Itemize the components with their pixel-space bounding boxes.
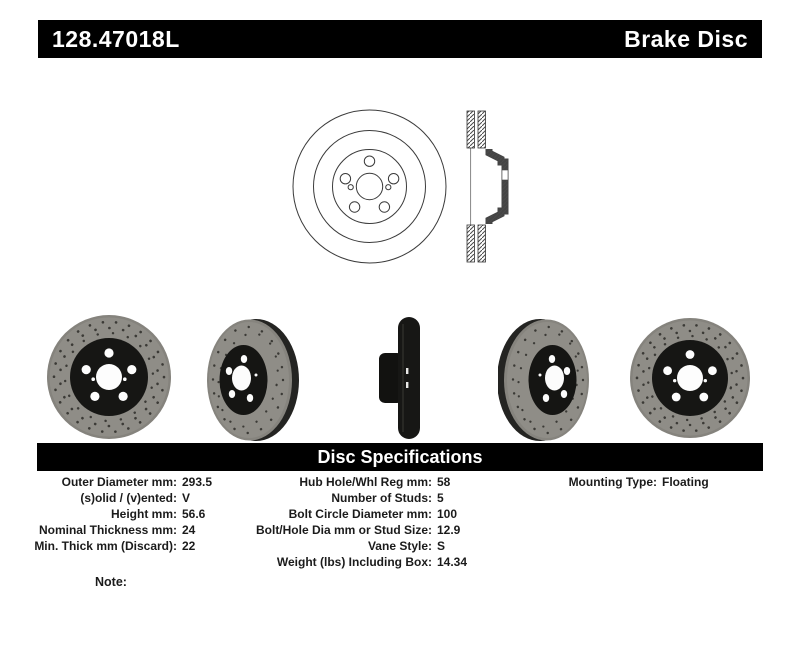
spec-section-title: Disc Specifications [317,446,483,467]
product-photo-front-right [630,318,750,438]
spec-label: Weight (lbs) Including Box: [276,555,432,569]
spec-section-header-bar: Disc Specifications [37,443,763,471]
spec-row: Number of Studs: 5 [255,490,467,506]
header-bar: 128.47018L Brake Disc [38,20,762,58]
spec-row: Min. Thick mm (Discard): 22 [20,538,212,554]
spec-row: (s)olid / (v)ented: V [20,490,212,506]
spec-column-fitment: Hub Hole/Whl Reg mm: 58 Number of Studs:… [255,474,467,570]
product-photo-angled-right [498,319,589,441]
spec-label: Mounting Type: [568,475,657,489]
product-photo-angled-left [207,319,299,441]
note-label: Note: [95,575,127,589]
spec-label: Bolt Circle Diameter mm: [288,507,432,521]
spec-label: Vane Style: [367,539,432,553]
product-type-title: Brake Disc [624,25,748,52]
spec-value: 24 [182,523,196,537]
spec-label: (s)olid / (v)ented: [80,491,177,505]
spec-label: Number of Studs: [331,491,432,505]
spec-row: Mounting Type: Floating [540,474,709,490]
spec-value: 100 [437,507,458,521]
spec-value: S [437,539,446,553]
spec-label: Bolt/Hole Dia mm or Stud Size: [255,523,432,537]
part-number: 128.47018L [52,25,180,52]
spec-value: V [182,491,191,505]
spec-label: Hub Hole/Whl Reg mm: [299,475,432,489]
spec-value: 293.5 [182,475,213,489]
spec-value: 58 [437,475,451,489]
product-photo-front-left [47,315,171,439]
spec-value: 5 [437,491,444,505]
spec-label: Height mm: [111,507,177,521]
spec-value: 14.34 [437,555,468,569]
spec-label: Nominal Thickness mm: [38,523,177,537]
spec-value: 22 [182,539,196,553]
spec-row: Hub Hole/Whl Reg mm: 58 [255,474,467,490]
spec-value: 56.6 [182,507,206,521]
spec-row: Height mm: 56.6 [20,506,212,522]
product-photo-edge [379,317,420,439]
spec-value: 12.9 [437,523,461,537]
spec-row: Vane Style: S [255,538,467,554]
disc-front-drawing [292,109,447,264]
spec-value: Floating [662,475,709,489]
spec-row: Bolt Circle Diameter mm: 100 [255,506,467,522]
spec-label: Outer Diameter mm: [61,475,177,489]
spec-row: Nominal Thickness mm: 24 [20,522,212,538]
spec-column-dimensions: Outer Diameter mm: 293.5 (s)olid / (v)en… [20,474,212,554]
spec-row: Bolt/Hole Dia mm or Stud Size: 12.9 [255,522,467,538]
spec-row: Outer Diameter mm: 293.5 [20,474,212,490]
spec-row: Weight (lbs) Including Box: 14.34 [255,554,467,570]
disc-cross-section-drawing [466,110,509,263]
spec-label: Min. Thick mm (Discard): [34,539,177,553]
spec-column-mounting: Mounting Type: Floating [540,474,709,490]
